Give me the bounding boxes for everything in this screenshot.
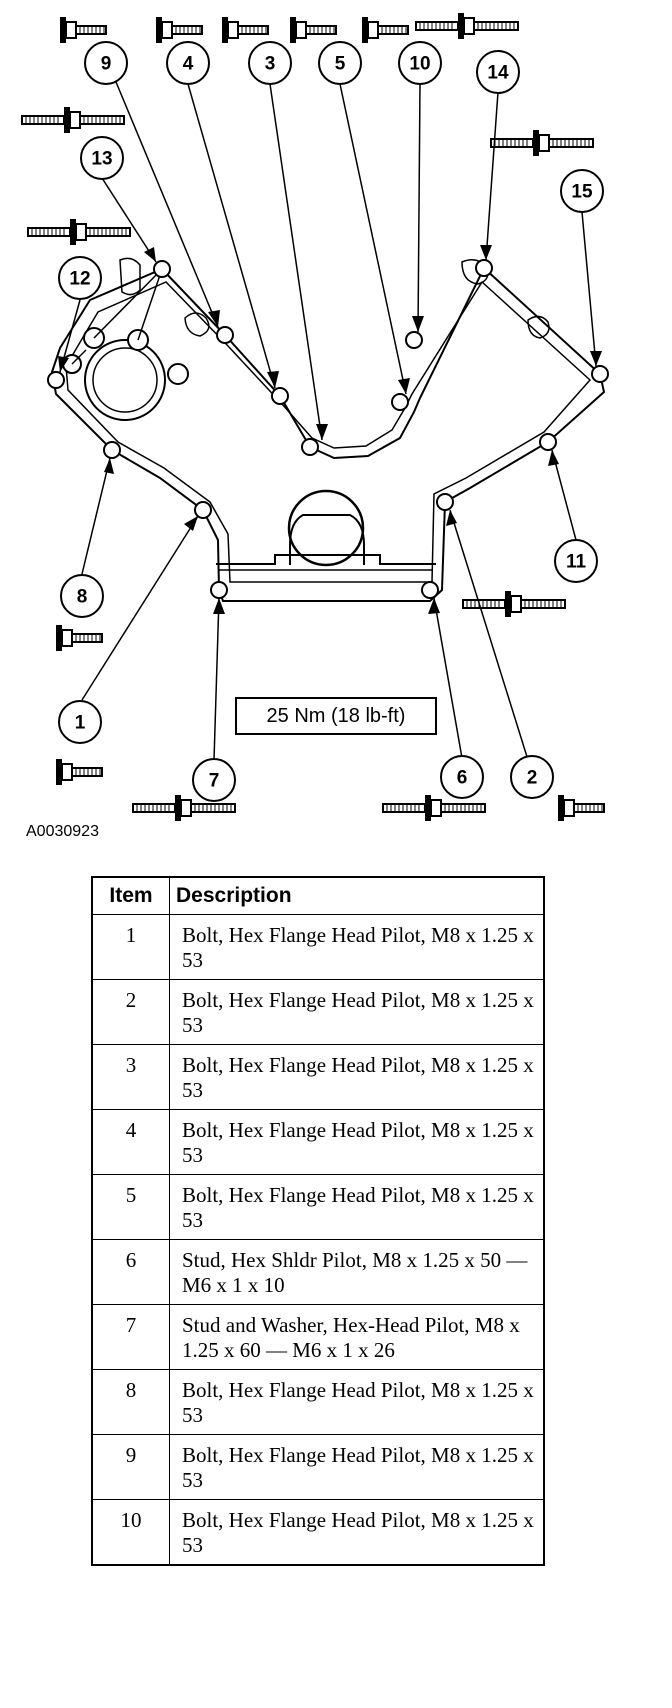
callout-3: 3 [248,41,292,85]
table-row: 7 Stud and Washer, Hex-Head Pilot, M8 x … [91,1304,545,1370]
item-description: Stud, Hex Shldr Pilot, M8 x 1.25 x 50 — … [169,1239,545,1305]
item-description: Bolt, Hex Flange Head Pilot, M8 x 1.25 x… [169,1044,545,1110]
crankshaft-bore [287,489,365,567]
svg-text:8: 8 [77,587,88,608]
column-header-item: Item [91,876,170,915]
leader-lines [59,81,597,761]
callout-12: 12 [58,256,102,300]
callout-13: 13 [80,136,124,180]
item-number: 1 [91,914,170,980]
svg-text:5: 5 [335,54,346,75]
svg-text:11: 11 [566,552,587,573]
svg-text:3: 3 [265,54,276,75]
bolt-holes [47,259,609,599]
table-header-row: Item Description [91,876,545,915]
callout-14: 14 [476,50,520,94]
item-number: 6 [91,1239,170,1305]
callout-9: 9 [84,41,128,85]
item-description: Bolt, Hex Flange Head Pilot, M8 x 1.25 x… [169,1369,545,1435]
svg-text:7: 7 [209,771,220,792]
item-description: Bolt, Hex Flange Head Pilot, M8 x 1.25 x… [169,1174,545,1240]
svg-text:14: 14 [487,63,509,84]
table-row: 1 Bolt, Hex Flange Head Pilot, M8 x 1.25… [91,914,545,980]
table-row: 5 Bolt, Hex Flange Head Pilot, M8 x 1.25… [91,1174,545,1240]
svg-text:13: 13 [91,149,112,170]
callout-5: 5 [318,41,362,85]
svg-text:15: 15 [571,182,593,203]
item-description: Bolt, Hex Flange Head Pilot, M8 x 1.25 x… [169,1434,545,1500]
item-description: Bolt, Hex Flange Head Pilot, M8 x 1.25 x… [169,979,545,1045]
callout-10: 10 [398,41,442,85]
item-description: Bolt, Hex Flange Head Pilot, M8 x 1.25 x… [169,914,545,980]
item-number: 9 [91,1434,170,1500]
table-row: 3 Bolt, Hex Flange Head Pilot, M8 x 1.25… [91,1044,545,1110]
column-header-description: Description [169,876,545,915]
svg-text:12: 12 [69,269,90,290]
table-row: 10 Bolt, Hex Flange Head Pilot, M8 x 1.2… [91,1499,545,1566]
callout-15: 15 [560,169,604,213]
table-row: 4 Bolt, Hex Flange Head Pilot, M8 x 1.25… [91,1109,545,1175]
item-number: 2 [91,979,170,1045]
svg-text:4: 4 [183,54,194,75]
item-number: 10 [91,1499,170,1566]
svg-text:10: 10 [409,54,430,75]
callout-11: 11 [554,539,598,583]
item-number: 8 [91,1369,170,1435]
front-cover-outline [50,266,606,602]
table-row: 2 Bolt, Hex Flange Head Pilot, M8 x 1.25… [91,979,545,1045]
svg-text:6: 6 [457,768,468,789]
item-description: Stud and Washer, Hex-Head Pilot, M8 x 1.… [169,1304,545,1370]
svg-text:25 Nm (18 lb-ft): 25 Nm (18 lb-ft) [267,705,406,727]
mounting-bosses [184,259,550,339]
parts-table: Item Description 1 Bolt, Hex Flange Head… [91,876,545,1566]
figure-id: A0030923 [26,823,99,840]
front-cover-bolt-diagram: 1 2 3 4 5 6 7 8 9 10 11 12 [21,12,609,840]
callout-7: 7 [192,758,236,802]
arrowheads [58,245,602,614]
item-number: 5 [91,1174,170,1240]
table-row: 8 Bolt, Hex Flange Head Pilot, M8 x 1.25… [91,1369,545,1435]
table-row: 9 Bolt, Hex Flange Head Pilot, M8 x 1.25… [91,1434,545,1500]
item-description: Bolt, Hex Flange Head Pilot, M8 x 1.25 x… [169,1109,545,1175]
svg-text:9: 9 [101,54,112,75]
svg-text:1: 1 [75,713,86,734]
item-description: Bolt, Hex Flange Head Pilot, M8 x 1.25 x… [169,1499,545,1566]
svg-text:2: 2 [527,768,538,789]
item-number: 4 [91,1109,170,1175]
item-number: 7 [91,1304,170,1370]
callout-2: 2 [510,755,554,799]
item-number: 3 [91,1044,170,1110]
callout-8: 8 [60,574,104,618]
callout-4: 4 [166,41,210,85]
torque-spec-box: 25 Nm (18 lb-ft) [235,697,437,735]
callout-1: 1 [58,700,102,744]
table-row: 6 Stud, Hex Shldr Pilot, M8 x 1.25 x 50 … [91,1239,545,1305]
callout-6: 6 [440,755,484,799]
